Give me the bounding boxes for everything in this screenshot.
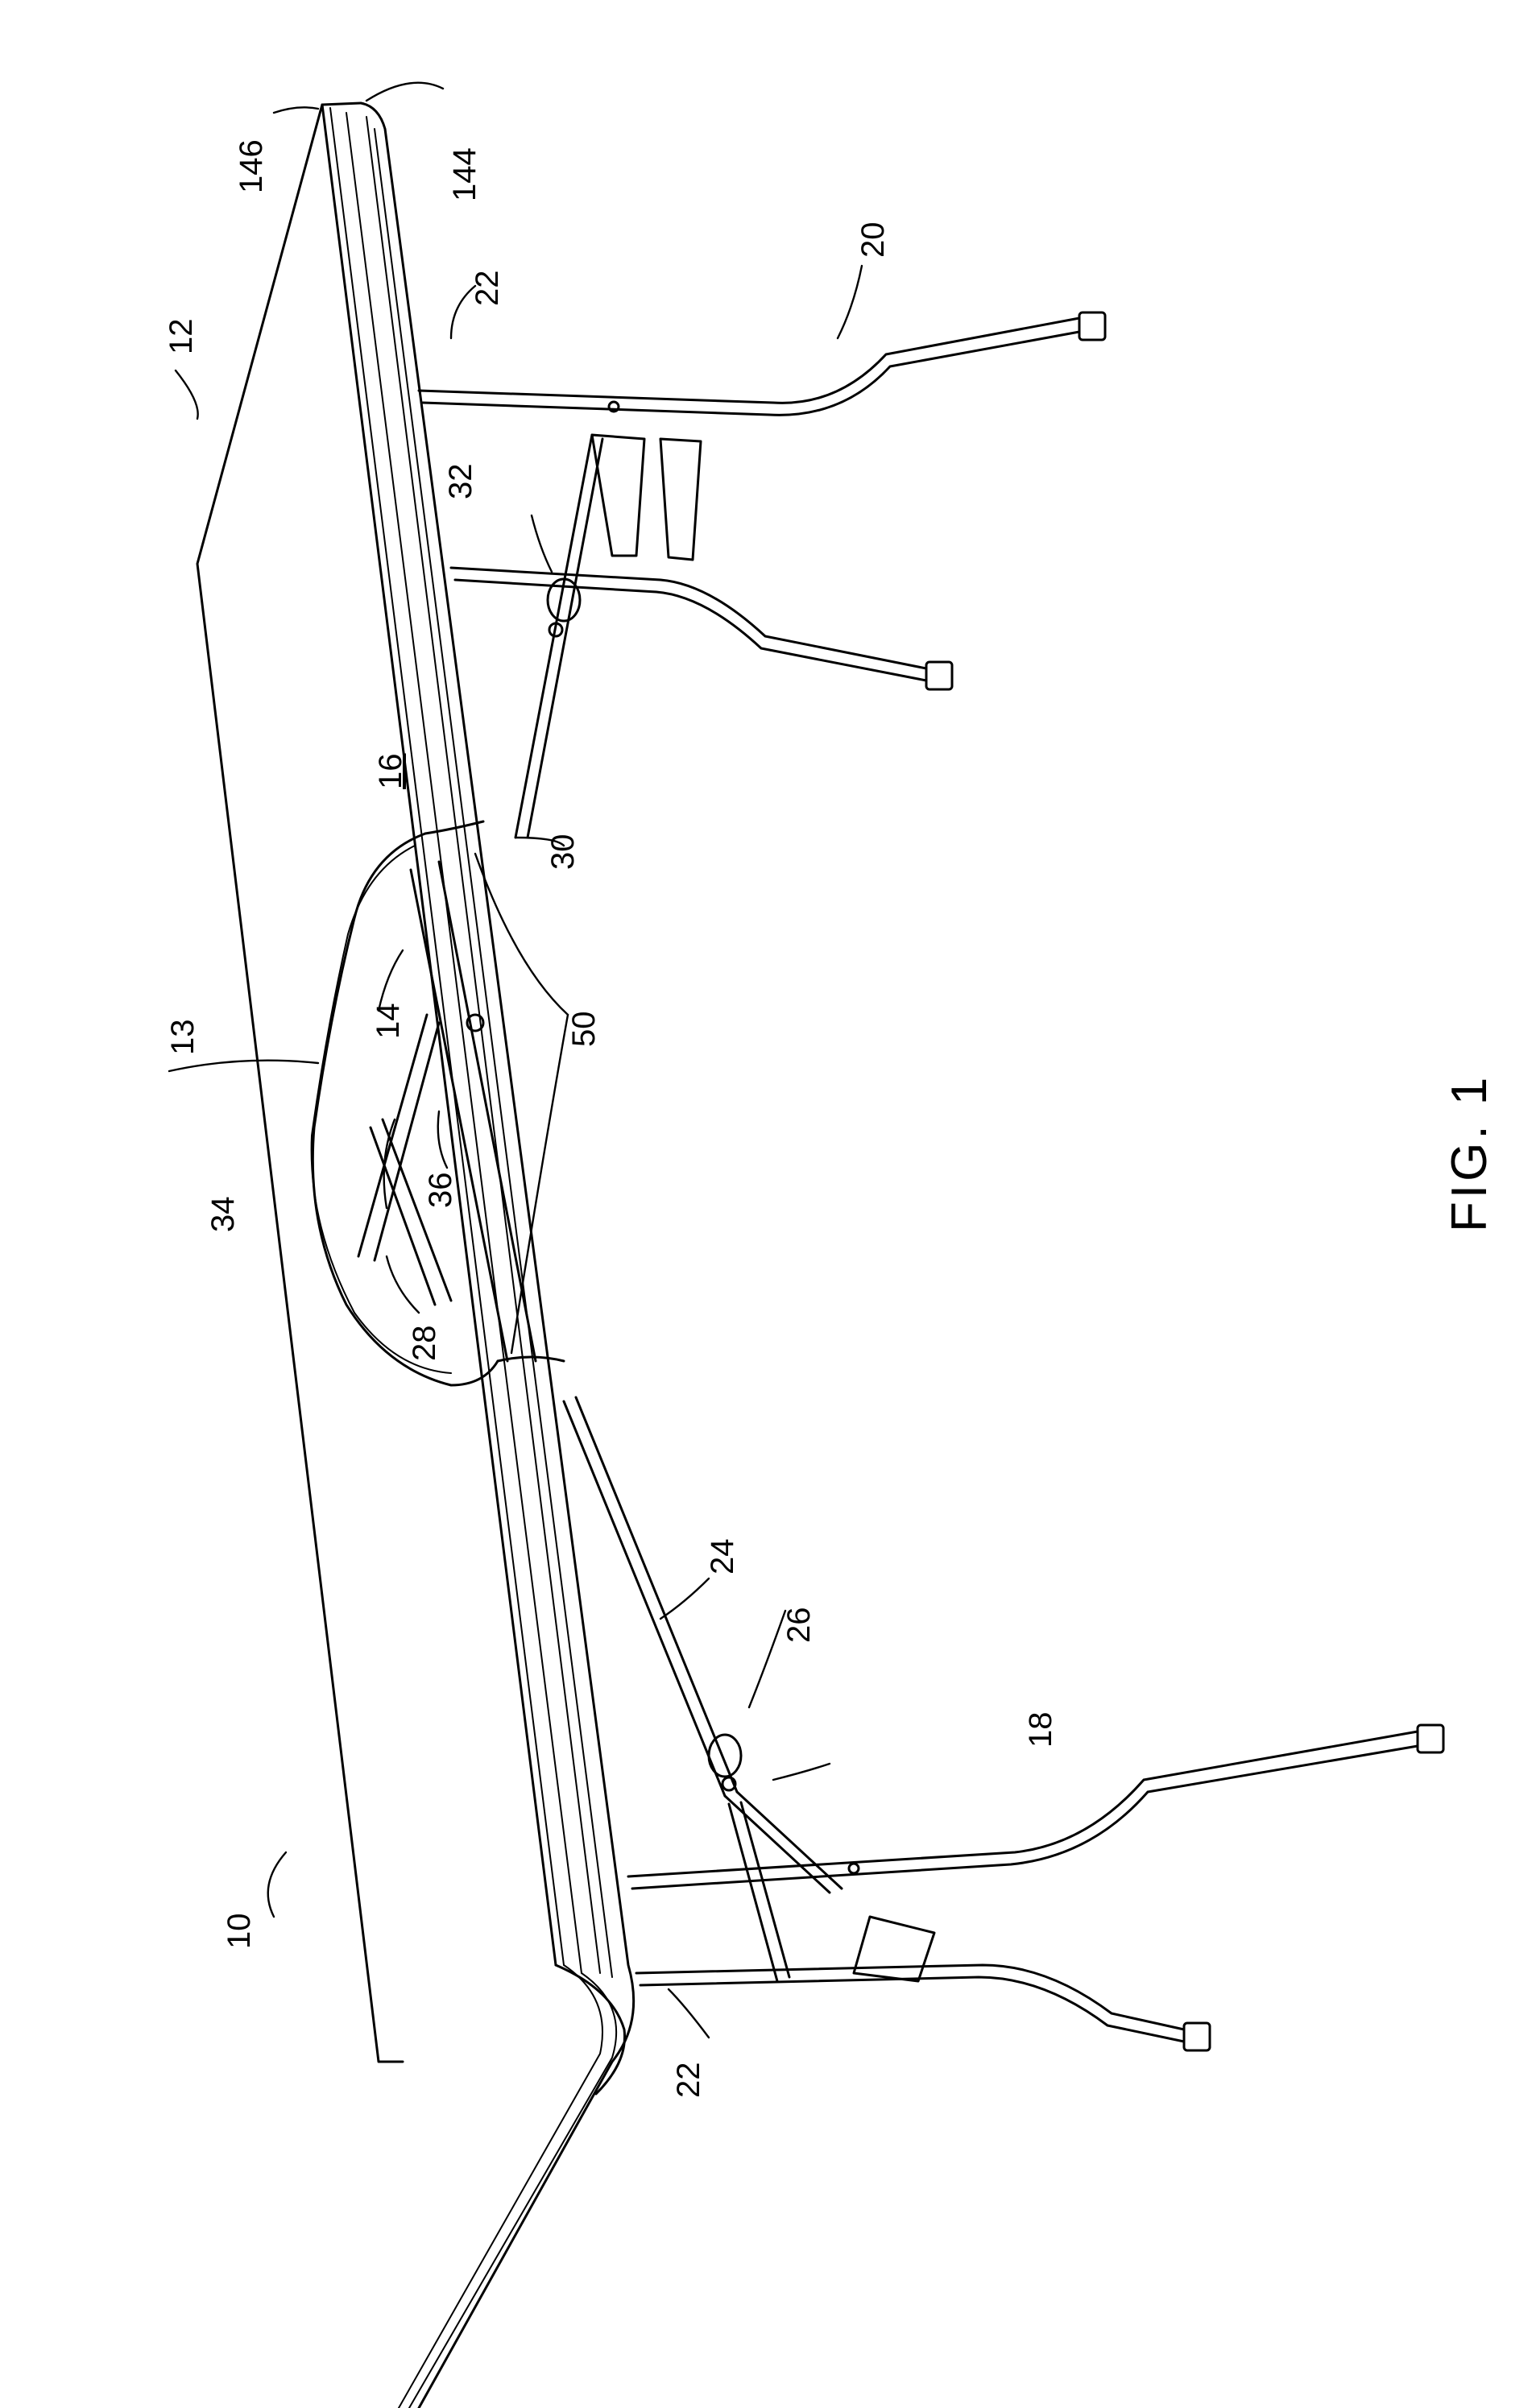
label-14: 14 bbox=[371, 1003, 406, 1040]
leg-assembly-18 bbox=[564, 1397, 1443, 2050]
foot-cap bbox=[1418, 1725, 1443, 1752]
label-12: 12 bbox=[164, 319, 199, 355]
label-32: 32 bbox=[443, 464, 478, 500]
label-30: 30 bbox=[545, 834, 581, 871]
label-50: 50 bbox=[566, 1012, 602, 1048]
figure-label: FIG. 1 bbox=[1442, 1074, 1497, 1232]
foot-cap bbox=[926, 662, 952, 689]
leg-assembly-20 bbox=[419, 312, 1105, 838]
label-18: 18 bbox=[1023, 1712, 1058, 1748]
label-36: 36 bbox=[423, 1173, 458, 1209]
label-28: 28 bbox=[407, 1326, 442, 1362]
label-22-far: 22 bbox=[671, 2063, 706, 2099]
reference-numerals: 10 12 13 14 16 18 20 22 22 24 26 28 30 3… bbox=[164, 139, 1058, 2098]
label-13: 13 bbox=[165, 1020, 201, 1056]
label-34: 34 bbox=[205, 1197, 241, 1233]
leader-lines bbox=[169, 83, 862, 2038]
label-26: 26 bbox=[781, 1607, 817, 1644]
label-24: 24 bbox=[705, 1539, 740, 1575]
foot-cap bbox=[1079, 312, 1105, 340]
label-22-near: 22 bbox=[470, 271, 505, 307]
label-20: 20 bbox=[855, 222, 891, 259]
label-146: 146 bbox=[234, 139, 269, 193]
label-10: 10 bbox=[221, 1914, 257, 1950]
label-144: 144 bbox=[447, 147, 482, 201]
foot-cap bbox=[1184, 2023, 1210, 2050]
label-16: 16 bbox=[373, 754, 408, 790]
table-top bbox=[197, 103, 625, 2094]
